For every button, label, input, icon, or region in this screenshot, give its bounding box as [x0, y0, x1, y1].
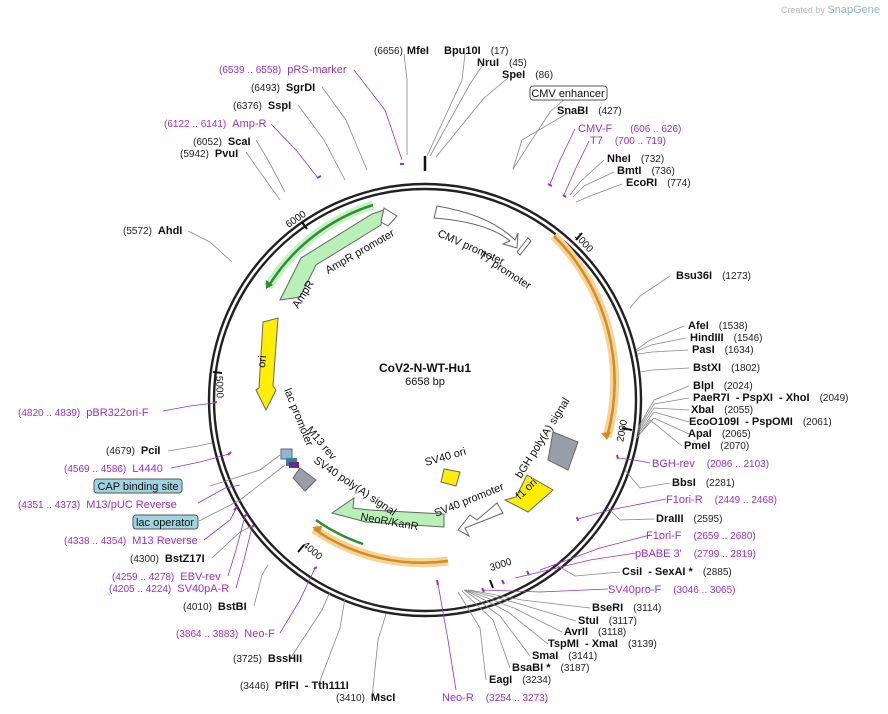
tick-5000: 5000	[213, 376, 225, 399]
watermark-created-by: Created by	[780, 5, 825, 15]
tick-2000: 2000	[615, 419, 630, 443]
enzyme-nhei: NheI(732)	[607, 153, 664, 165]
label-cmv-enhancer: CMV enhancer	[531, 88, 605, 100]
enzyme-draiii: DraIII(2595)	[656, 513, 722, 525]
primer-t7: T7(700 .. 719)	[590, 135, 666, 147]
primer-prs-marker: (6539 .. 6558)pRS-marker	[219, 64, 347, 76]
enzyme-snabi: SnaBI(427)	[557, 105, 622, 117]
enzyme-bmti: BmtI(736)	[617, 165, 675, 177]
enzyme-pflfi: (3446)PflFI- Tth111I	[240, 680, 349, 692]
watermark-brand: SnapGene	[827, 4, 880, 16]
enzyme-sgrdi: (6493)SgrDI	[251, 82, 315, 94]
primer-bgh-rev: BGH-rev(2086 .. 2103)	[652, 458, 769, 470]
enzyme-tspmi: TspMI- XmaI(3139)	[548, 638, 657, 650]
enzyme-afei: AfeI(1538)	[688, 320, 748, 332]
primer-pbr322ori-f: (4820 .. 4839)pBR322ori-F	[18, 407, 149, 419]
enzyme-blpi: BlpI(2024)	[693, 380, 753, 392]
label-lac-operator: lac operator	[136, 517, 194, 529]
enzyme-ecori: EcoRI(774)	[626, 177, 691, 189]
label-sv40-ori: SV40 ori	[424, 446, 468, 469]
tick-3000: 3000	[489, 556, 514, 573]
snapgene-watermark: Created by SnapGene	[781, 4, 880, 16]
label-ori: ori	[256, 355, 269, 368]
enzyme-bbsi: BbsI(2281)	[672, 477, 735, 489]
enzyme-bsu36i: Bsu36I(1273)	[676, 270, 751, 282]
enzyme-bsshii: (3725)BssHII	[233, 653, 302, 665]
boxed-labels: CMV enhancer CAP binding site lac operat…	[93, 85, 608, 530]
enzyme-bstbi: (4010)BstBI	[183, 601, 247, 613]
enzyme-ahdi: (5572)AhdI	[123, 225, 182, 237]
primer-l4440: (4569 .. 4586)L4440	[64, 463, 163, 475]
primer-f1ori-f: F1ori-F(2659 .. 2680)	[646, 530, 756, 542]
enzyme-pasi: PasI(1634)	[692, 344, 754, 356]
primer-m13-reverse: (4338 .. 4354)M13 Reverse	[64, 535, 198, 547]
outer-features	[264, 200, 620, 568]
enzyme-bsabi: BsaBI *(3187)	[512, 662, 589, 674]
enzyme-smai: SmaI(3141)	[532, 650, 597, 662]
primer-amp-r: (6122 .. 6141)Amp-R	[164, 118, 267, 130]
enzyme-pvui: (5942)PvuI	[180, 148, 238, 160]
plasmid-size: 6658 bp	[405, 376, 445, 388]
primer-sv40pro-f: SV40pro-F(3046 .. 3065)	[608, 584, 735, 596]
enzyme-ecoo109i: EcoO109I- PspOMI(2061)	[689, 416, 832, 428]
primer-f1ori-r: F1ori-R(2449 .. 2468)	[666, 494, 777, 506]
primer-labels: (6539 .. 6558)pRS-marker (6122 .. 6141)A…	[18, 64, 777, 704]
enzyme-bstxi: BstXI(1802)	[693, 362, 760, 374]
plasmid-name: CoV2-N-WT-Hu1	[379, 361, 471, 375]
enzyme-apai: ApaI(2065)	[688, 428, 751, 440]
enzyme-hindiii: HindIII(1546)	[690, 332, 763, 344]
enzyme-pmei: PmeI(2070)	[684, 440, 749, 452]
enzyme-mfei: (6656)MfeI	[374, 45, 429, 57]
enzyme-labels: (6656)MfeI Bpu10I(17) NruI(45) SpeI(86) …	[106, 45, 848, 704]
enzyme-nrui: NruI(45)	[477, 57, 527, 69]
enzyme-paer7i: PaeR7I- PspXI- XhoI(2049)	[693, 392, 848, 404]
label-cap-binding-site: CAP binding site	[97, 481, 178, 493]
enzyme-csii: CsiI- SexAI *(2885)	[622, 566, 732, 578]
enzyme-spei: SpeI(86)	[502, 69, 553, 81]
backbone	[207, 156, 643, 618]
enzyme-msci: (3410)MscI	[336, 692, 395, 704]
enzyme-pcii: (4679)PciI	[106, 445, 160, 457]
primer-ebv-rev: (4259 .. 4278)EBV-rev	[112, 571, 221, 583]
primer-neo-f: (3864 .. 3883)Neo-F	[176, 628, 275, 640]
enzyme-eagi: EagI(3234)	[489, 674, 551, 686]
primer-m13-puc-reverse: (4351 .. 4373)M13/pUC Reverse	[18, 499, 177, 511]
leader-lines	[162, 53, 690, 699]
primer-sv40pa-r: (4205 .. 4224)SV40pA-R	[109, 583, 229, 595]
enzyme-bstz17i: (4300)BstZ17I	[130, 553, 205, 565]
enzyme-xbai: XbaI(2055)	[691, 404, 753, 416]
ruler-ticks: 1000 2000 3000 4000 5000 6000	[212, 209, 633, 589]
tick-4000: 4000	[300, 540, 324, 563]
enzyme-bseri: BseRI(3114)	[592, 602, 661, 614]
enzyme-scai: (6052)ScaI	[193, 136, 251, 148]
enzyme-stui: StuI(3117)	[578, 615, 637, 627]
enzyme-avrii: AvrII(3118)	[564, 626, 626, 638]
enzyme-sspi: (6376)SspI	[233, 100, 291, 112]
inner-features	[255, 205, 579, 538]
primer-neo-r: Neo-R(3254 .. 3273)	[442, 692, 548, 704]
primer-pbabe3: pBABE 3'(2799 .. 2819)	[635, 548, 756, 560]
primer-cmv-f: CMV-F(606 .. 626)	[578, 123, 681, 135]
enzyme-bpu10i: Bpu10I(17)	[444, 45, 508, 57]
